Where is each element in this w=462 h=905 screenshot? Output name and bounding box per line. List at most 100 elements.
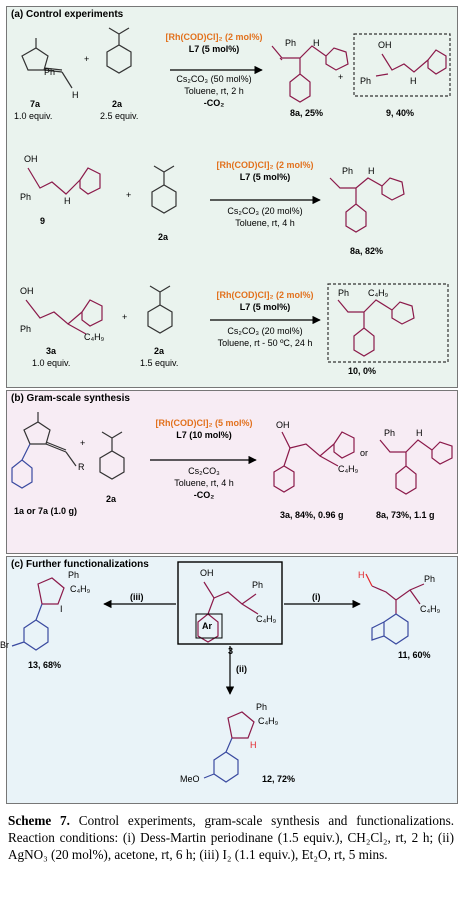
label-ph-13: Ph (68, 570, 80, 580)
base-row4: Cs₂CO₃ (188, 466, 220, 476)
conditions-row4: Toluene, rt, 4 h (174, 478, 234, 488)
structure-3a-row3 (25, 299, 103, 335)
label-h-11: H (358, 570, 365, 580)
label-ph-7a: Ph (44, 67, 56, 77)
label-3a: 3a (46, 346, 57, 356)
label-h-12: H (250, 740, 257, 750)
conditions-row1: Toluene, rt, 2 h (184, 86, 244, 96)
catalyst-row2: [Rh(COD)Cl]₂ (2 mol%) (216, 160, 314, 170)
label-ph-12: Ph (256, 702, 268, 712)
structure-7a-ring (21, 47, 49, 71)
label-7a: 7a (30, 99, 41, 109)
caption-label: Scheme 7. (8, 813, 70, 828)
product-8a-row2: 8a, 82% (350, 246, 384, 256)
label-h-8a: H (416, 428, 423, 438)
conditions-row3: Toluene, rt - 50 ºC, 24 h (217, 338, 313, 348)
product-10: 10, 0% (348, 366, 377, 376)
label-h-9: H (64, 196, 71, 206)
label-c4h9-3a: C₄H₉ (338, 464, 359, 474)
structure-1a-aryl (11, 443, 33, 489)
structure-3-center (197, 581, 259, 643)
base-row1: Cs₂CO₃ (50 mol%) (176, 74, 252, 84)
structure-13-ring (37, 577, 65, 605)
plus-sign: + (338, 72, 344, 82)
label-ph-10: Ph (338, 288, 350, 298)
ligand-row3: L7 (5 mol%) (239, 302, 291, 312)
center-box-3 (177, 561, 283, 645)
structure-1a-alkyne (45, 441, 77, 467)
label-h-9: H (410, 76, 417, 86)
base-row2: Cs₂CO₃ (20 mol%) (227, 206, 303, 216)
catalyst-row3: [Rh(COD)Cl]₂ (2 mol%) (216, 290, 314, 300)
structure-3a-row4 (273, 431, 355, 493)
equiv-7a: 1.0 equiv. (14, 111, 53, 121)
product-12: 12, 72% (262, 774, 296, 784)
label-oh-9: OH (24, 154, 38, 164)
plus-sign: + (126, 190, 132, 200)
structure-7a-alkyne (43, 67, 73, 89)
catalyst-row1: [Rh(COD)Cl]₂ (2 mol%) (165, 32, 263, 42)
ligand-row1: L7 (5 mol%) (188, 44, 240, 54)
structure-8a-row2 (329, 177, 405, 233)
label-oh-3: OH (200, 568, 214, 578)
label-1a: 1a or 7a (1.0 g) (14, 506, 78, 516)
structure-8a-row4 (379, 439, 453, 495)
product-8a-row1: 8a, 25% (290, 108, 324, 118)
product-9-row1: 9, 40% (386, 108, 415, 118)
label-c4h9-3a: C₄H₉ (84, 332, 105, 342)
dashed-box-10 (327, 283, 449, 363)
ar-box (195, 613, 223, 639)
label-2a: 2a (112, 99, 123, 109)
structure-8a-row1 (271, 45, 349, 103)
label-oh-9: OH (378, 40, 392, 50)
label-ph-8a: Ph (342, 166, 354, 176)
plus-sign: + (122, 312, 128, 322)
label-c4h9-11: C₄H₉ (420, 604, 441, 614)
label-ph-9: Ph (360, 76, 372, 86)
product-3a-row4: 3a, 84%, 0.96 g (280, 510, 344, 520)
panel-functionalizations: (c) Further functionalizations (6, 556, 458, 804)
structure-11-aldehyde (365, 573, 373, 587)
byproduct-row1: -CO₂ (203, 98, 225, 108)
ligand-row2: L7 (5 mol%) (239, 172, 291, 182)
ligand-row4: L7 (10 mol%) (176, 430, 232, 440)
structure-9-row1 (375, 49, 447, 77)
panel-title: (c) Further functionalizations (11, 559, 149, 570)
label-h-7a: H (72, 90, 79, 100)
panel-gram-scale: (b) Gram-scale synthesis (6, 390, 458, 554)
word-or: or (360, 448, 369, 458)
plus-sign: + (80, 438, 86, 448)
label-ph-8a: Ph (384, 428, 396, 438)
structure-12-ring (227, 711, 255, 739)
label-ph-3: Ph (252, 580, 264, 590)
label-i-13: I (60, 604, 63, 614)
conditions-row2: Toluene, rt, 4 h (235, 218, 295, 228)
label-h-8a: H (313, 38, 320, 48)
label-ph-3a: Ph (20, 324, 32, 334)
structure-9-row2 (27, 167, 101, 195)
label-h-8a: H (368, 166, 375, 176)
label-br-13: Br (0, 640, 9, 650)
label-c4h9-10: C₄H₉ (368, 288, 389, 298)
structure-boronic-acid-2a (106, 27, 132, 74)
label-ph-9: Ph (20, 192, 32, 202)
label-3: 3 (228, 646, 234, 656)
label-2a: 2a (106, 494, 117, 504)
caption-text: Control experiments, gram-scale synthesi… (8, 813, 454, 862)
equiv-3a: 1.0 equiv. (32, 358, 71, 368)
structure-boronic-acid-row4 (99, 431, 125, 480)
dashed-box-9 (353, 33, 451, 97)
catalyst-row4: [Rh(COD)Cl]₂ (5 mol%) (155, 418, 253, 428)
structure-10 (337, 299, 415, 357)
step-i-label: (i) (312, 592, 321, 602)
label-oh-3a: OH (20, 286, 34, 296)
label-9: 9 (40, 216, 46, 226)
label-c4h9-13: C₄H₉ (70, 584, 91, 594)
structure-1a-ring (23, 412, 51, 445)
equiv-2a: 1.5 equiv. (140, 358, 179, 368)
structure-boronic-acid-row2 (151, 165, 177, 214)
product-11: 11, 60% (398, 650, 431, 660)
panel-title: (a) Control experiments (11, 9, 124, 20)
label-ph-11: Ph (424, 574, 436, 584)
